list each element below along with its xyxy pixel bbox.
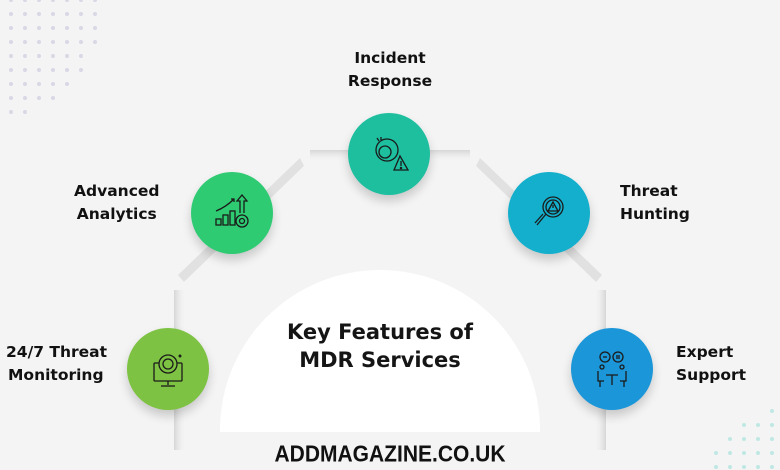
decorative-dot — [37, 82, 41, 86]
decorative-dot — [728, 451, 732, 455]
decorative-dot — [51, 68, 55, 72]
decorative-dot — [23, 68, 27, 72]
decorative-dot — [23, 26, 27, 30]
decorative-dot — [93, 0, 97, 2]
consultation-icon — [597, 351, 627, 387]
decorative-dot — [742, 437, 746, 441]
decorative-dot — [79, 12, 83, 16]
decorative-dot — [23, 110, 27, 114]
decorative-dot — [51, 0, 55, 2]
decorative-dot — [51, 12, 55, 16]
decorative-dot — [742, 451, 746, 455]
decorative-dot — [9, 82, 13, 86]
decorative-dot — [9, 96, 13, 100]
decorative-dot — [770, 451, 774, 455]
feature-node-hunting — [508, 172, 590, 254]
decorative-dot — [65, 54, 69, 58]
decorative-dot — [51, 82, 55, 86]
decorative-dot — [93, 26, 97, 30]
feature-node-incident — [348, 113, 430, 195]
decorative-dot — [728, 465, 732, 469]
decorative-dot — [51, 40, 55, 44]
magnifier-warning-icon — [534, 196, 564, 226]
decorative-dot — [37, 0, 41, 2]
decorative-dot — [37, 96, 41, 100]
feature-node-analytics — [191, 172, 273, 254]
feature-label-incident: Incident Response — [347, 49, 433, 90]
decorative-dot — [79, 54, 83, 58]
decorative-dot — [51, 26, 55, 30]
decorative-dot — [756, 423, 760, 427]
decorative-dot — [9, 110, 13, 114]
decorative-dot — [37, 40, 41, 44]
decorative-dot — [770, 437, 774, 441]
decorative-dot — [742, 423, 746, 427]
decorative-dot — [65, 82, 69, 86]
decorative-dot — [93, 40, 97, 44]
decorative-dot — [23, 12, 27, 16]
feature-node-support — [571, 328, 653, 410]
decorative-dot — [51, 96, 55, 100]
feature-label-analytics: Advanced Analytics — [74, 182, 160, 223]
decorative-dot — [9, 40, 13, 44]
decorative-dot — [23, 0, 27, 2]
decorative-dot — [79, 26, 83, 30]
decorative-dot — [65, 68, 69, 72]
decorative-dot — [9, 26, 13, 30]
decorative-dot — [65, 40, 69, 44]
decorative-dot — [65, 26, 69, 30]
decorative-dot — [23, 40, 27, 44]
decorative-dot — [9, 12, 13, 16]
decorative-dot — [51, 54, 55, 58]
decorative-dot — [9, 68, 13, 72]
decorative-dot — [23, 96, 27, 100]
gear-warning-icon — [375, 137, 410, 171]
decorative-dot — [79, 0, 83, 2]
decorative-dot — [37, 12, 41, 16]
feature-label-hunting: Threat Hunting — [620, 182, 690, 223]
decorative-dot — [37, 68, 41, 72]
decorative-dot — [65, 12, 69, 16]
hub-title-line1: Key Features of — [286, 320, 474, 344]
decorative-dot — [79, 40, 83, 44]
decorative-dot — [770, 409, 774, 413]
decorative-dot — [770, 465, 774, 469]
decorative-dot — [714, 465, 718, 469]
hub-title-line2: MDR Services — [299, 348, 461, 372]
decorative-dot — [756, 465, 760, 469]
decorative-dot — [742, 465, 746, 469]
decorative-dot — [714, 451, 718, 455]
decorative-dot — [23, 54, 27, 58]
decorative-dot — [756, 437, 760, 441]
decorative-dot — [9, 54, 13, 58]
hub-title: Key Features of MDR Services — [220, 318, 540, 374]
decorative-dot — [79, 68, 83, 72]
feature-label-support: Expert Support — [676, 343, 747, 384]
feature-node-monitoring — [127, 328, 209, 410]
decorative-dot — [770, 423, 774, 427]
monitor-gear-icon — [153, 354, 183, 387]
decorative-dot — [728, 437, 732, 441]
growth-chart-gear-icon — [215, 193, 249, 228]
watermark: ADDMAGAZINE.CO.UK — [274, 441, 506, 468]
decorative-dot — [756, 451, 760, 455]
decorative-dot — [65, 0, 69, 2]
decorative-dot — [23, 82, 27, 86]
decorative-dot — [37, 26, 41, 30]
decorative-dot — [37, 54, 41, 58]
decorative-dot — [93, 12, 97, 16]
feature-label-monitoring: 24/7 Threat Monitoring — [6, 343, 108, 384]
decorative-dot — [9, 0, 13, 2]
